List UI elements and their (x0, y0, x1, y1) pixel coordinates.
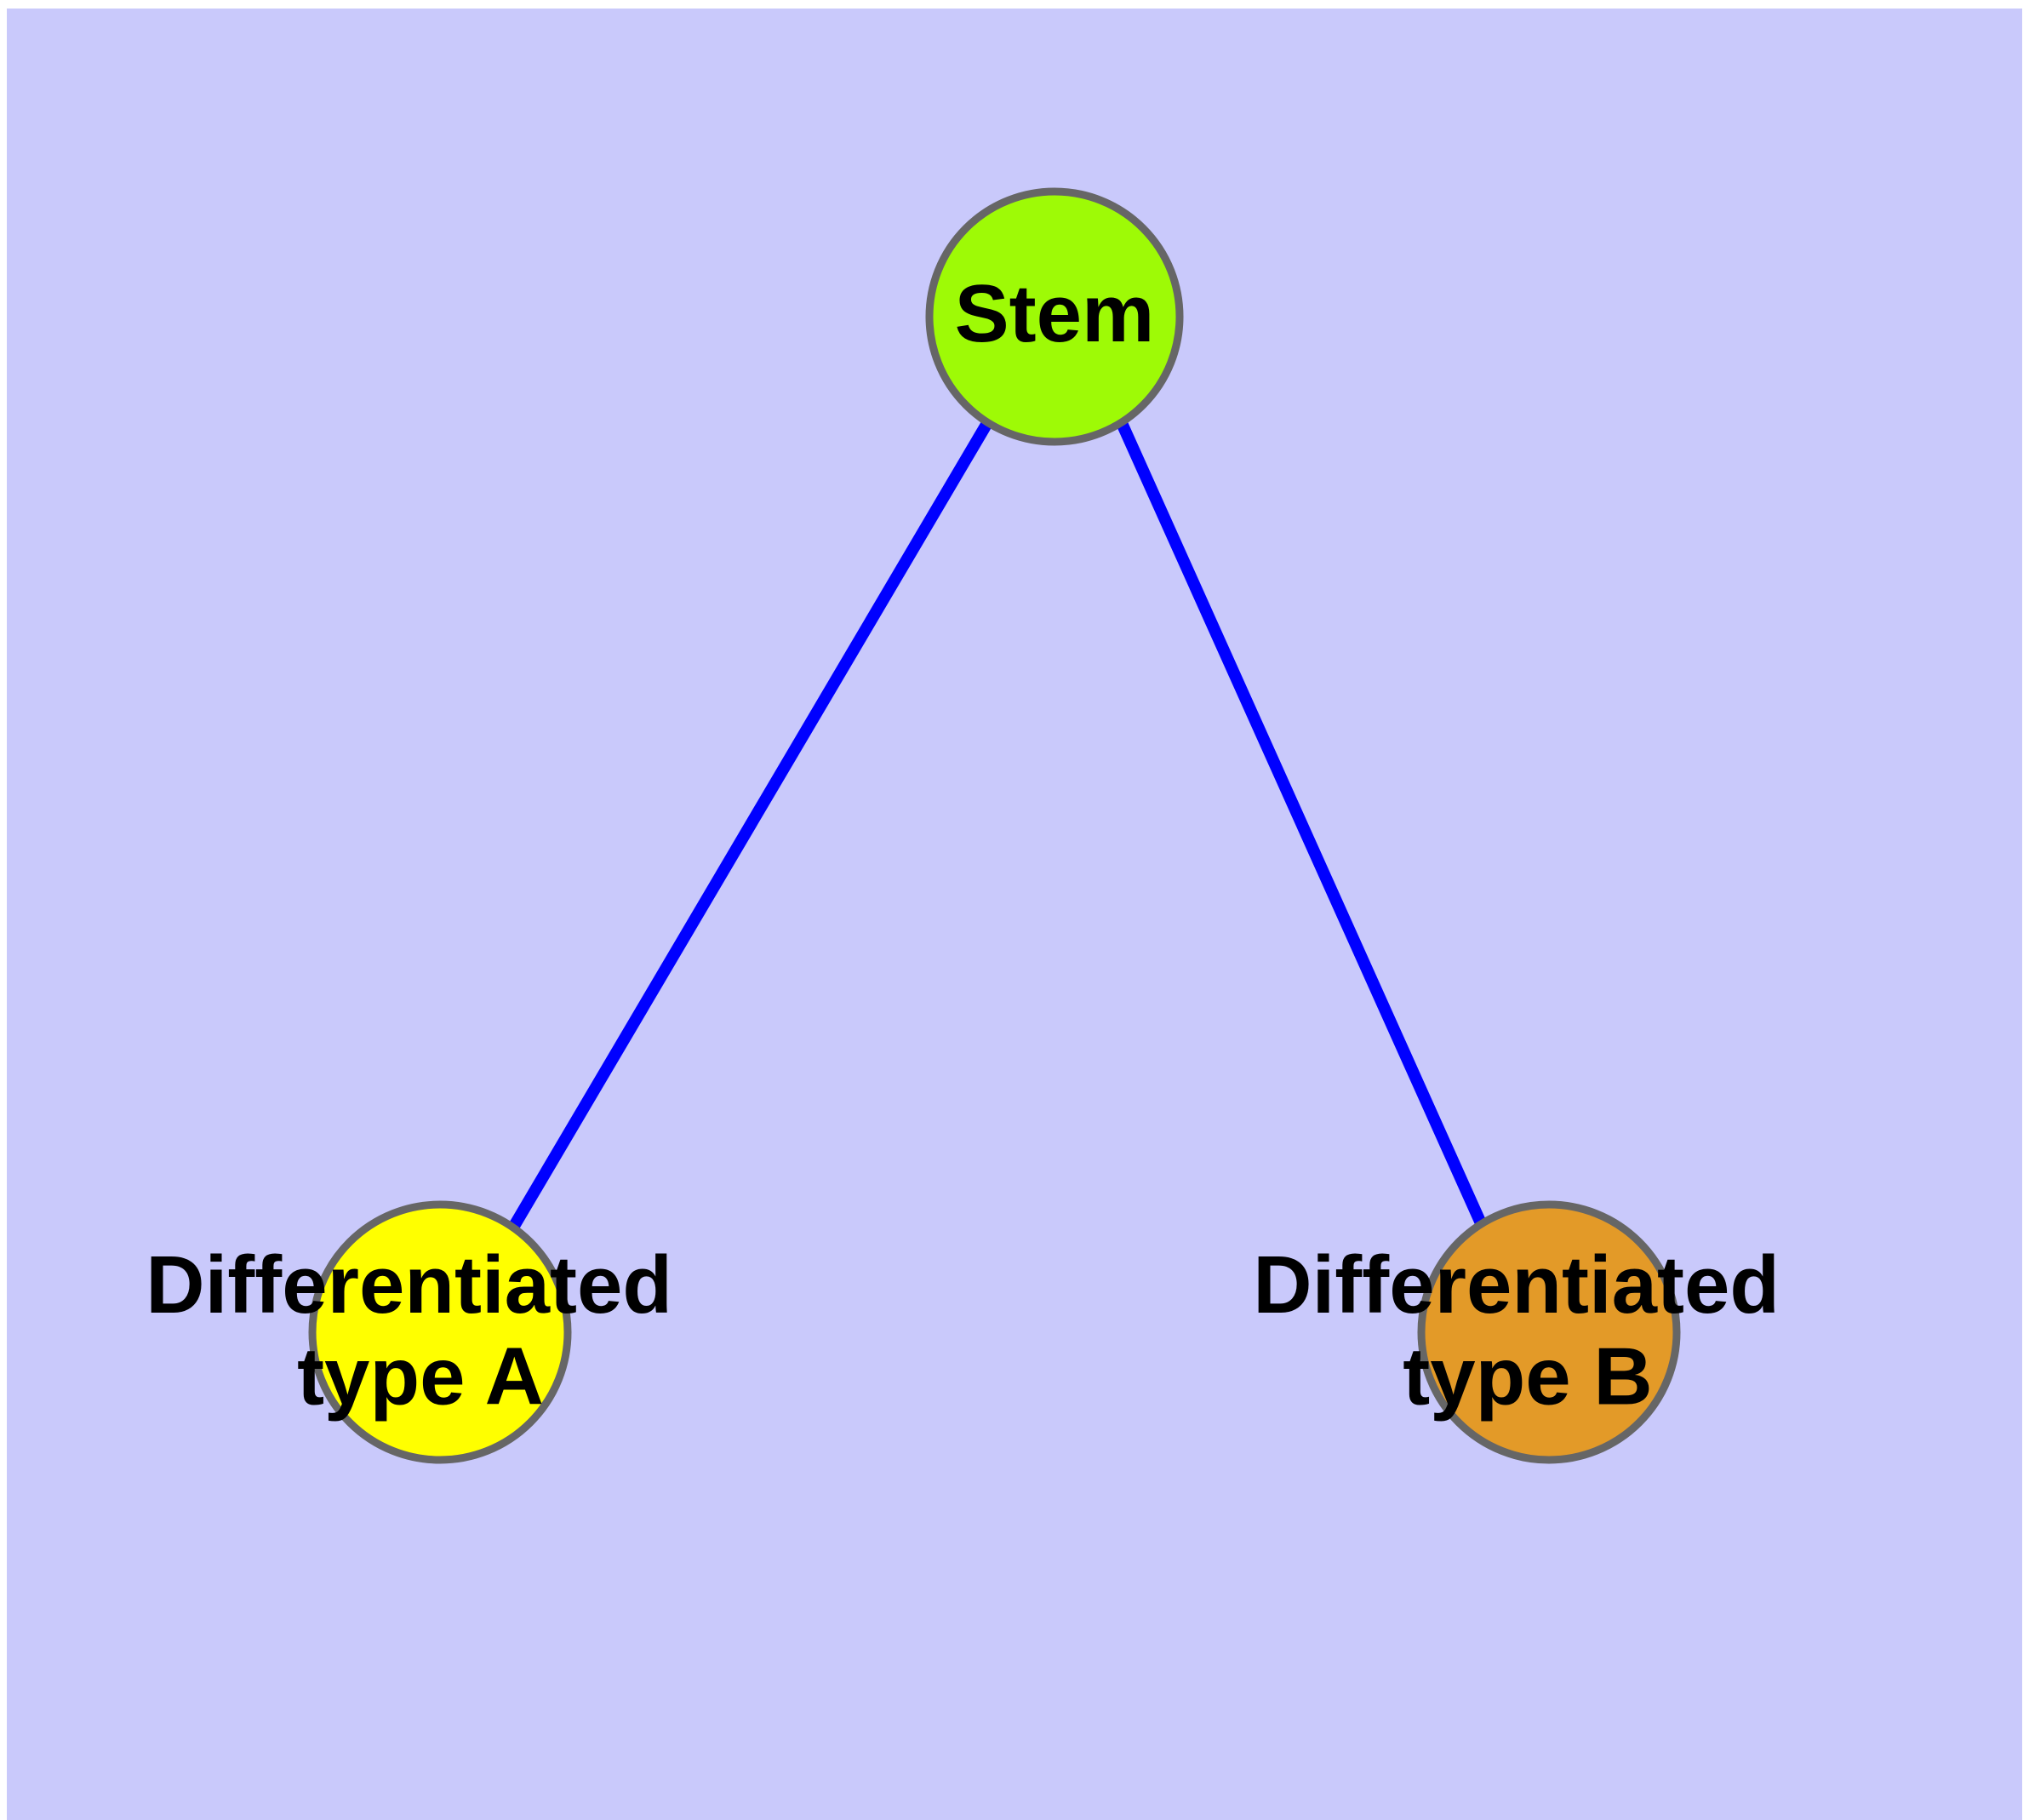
node-label-stem: Stem (955, 268, 1155, 359)
edge-stem-to-type-a (507, 420, 993, 1231)
node-label-type-a-line-1: Differentiated (146, 1239, 672, 1331)
node-label-stem-line-1: Stem (955, 268, 1155, 359)
node-label-differentiated-type-b: Differentiated type B (1253, 1239, 1802, 1422)
node-label-type-b-line-2: type B (1403, 1331, 1652, 1422)
node-label-type-b-line-1: Differentiated (1253, 1239, 1780, 1331)
node-label-type-a-line-2: type A (297, 1331, 544, 1422)
node-label-differentiated-type-a: Differentiated type A (146, 1239, 694, 1422)
edge-stem-to-type-b (1116, 421, 1487, 1226)
node-stem[interactable] (925, 187, 1184, 446)
node-differentiated-type-b[interactable] (1417, 1200, 1681, 1464)
node-differentiated-type-a[interactable] (308, 1200, 572, 1464)
